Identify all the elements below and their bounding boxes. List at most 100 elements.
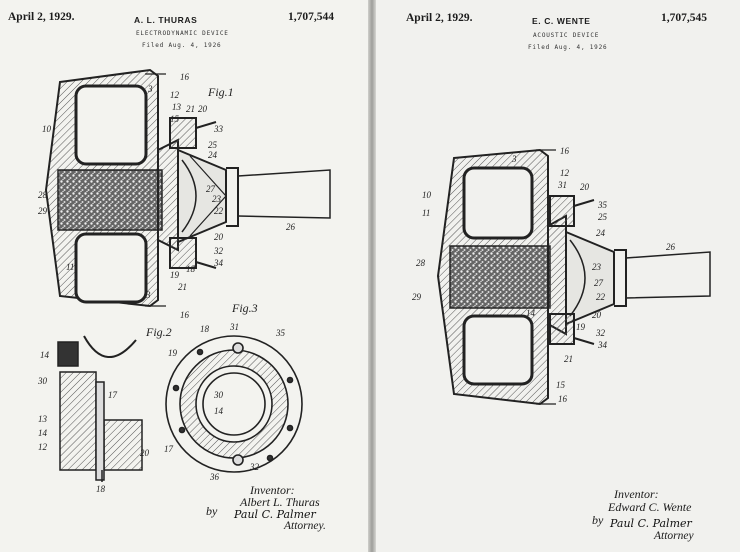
fig3-drawing (165, 335, 303, 473)
fig1-ref: 24 (208, 150, 218, 160)
right-patent-number: 1,707,545 (661, 12, 707, 24)
fig3-caption: Fig.3 (231, 301, 258, 315)
fig1-ref: 21 (186, 104, 195, 114)
right-fig-ref: 16 (558, 394, 568, 404)
right-fig-ref: 11 (422, 208, 430, 218)
right-attorney-signature: Paul C. Palmer (610, 517, 692, 530)
right-fig-ref: 34 (597, 340, 608, 350)
fig3-ref: 19 (168, 348, 178, 358)
right-fig-ref: 15 (556, 380, 566, 390)
fig1-ref: 25 (208, 140, 218, 150)
fig3-ref: 35 (275, 328, 286, 338)
right-fig-ref: 10 (422, 190, 432, 200)
fig1-ref: 28 (38, 190, 48, 200)
left-date: April 2, 1929. (8, 11, 75, 23)
left-inventor-label: Inventor: (250, 483, 295, 497)
right-inventor-label: Inventor: (614, 487, 659, 501)
fig1-ref: 19 (170, 270, 180, 280)
fig1-ref: 10 (42, 124, 52, 134)
left-patent-number: 1,707,544 (288, 11, 334, 23)
page-gutter (368, 0, 376, 552)
right-fig-ref: 20 (580, 182, 590, 192)
right-fig-ref: 3 (511, 154, 517, 164)
right-fig-ref: 27 (594, 278, 604, 288)
fig1-caption: Fig.1 (207, 85, 234, 99)
fig2-ref: 14 (40, 350, 50, 360)
fig3-ref: 14 (214, 406, 224, 416)
fig2-ref: 17 (108, 390, 118, 400)
fig1-ref: 27 (206, 184, 216, 194)
left-filed: Filed Aug. 4, 1926 (142, 42, 222, 49)
fig1-ref: 16 (180, 72, 190, 82)
right-fig-ref: 23 (592, 262, 602, 272)
right-fig-ref: 22 (596, 292, 606, 302)
right-fig-ref: 21 (564, 354, 573, 364)
fig1-ref: 18 (186, 264, 196, 274)
fig1-drawing (44, 68, 331, 308)
fig1-ref: 29 (38, 206, 48, 216)
right-fig-ref: 29 (412, 292, 422, 302)
fig1-ref: 16 (180, 310, 190, 320)
right-fig-ref: 26 (666, 242, 676, 252)
fig1-ref: 32 (213, 246, 224, 256)
right-fig-ref: 28 (416, 258, 426, 268)
right-fig-ref: 24 (596, 228, 606, 238)
fig1-ref: 33 (213, 124, 224, 134)
left-by-label: by (206, 504, 218, 518)
fig2-ref: 12 (38, 442, 48, 452)
right-attorney-label: Attorney (654, 530, 694, 542)
right-fig-ref: 20 (592, 310, 602, 320)
right-fig-drawing (436, 148, 711, 406)
fig2-caption: Fig.2 (145, 325, 172, 339)
fig2-ref: 30 (37, 376, 48, 386)
right-fig-ref: 25 (598, 212, 608, 222)
right-fig-ref: 35 (597, 200, 608, 210)
right-by-label: by (592, 513, 604, 527)
right-title: ACOUSTIC DEVICE (533, 32, 600, 39)
right-fig-ref: 12 (560, 168, 570, 178)
fig2-ref: 13 (38, 414, 48, 424)
right-fig-ref: 16 (560, 146, 570, 156)
fig1-ref: 15 (170, 114, 180, 124)
right-fig-ref: 32 (595, 328, 606, 338)
fig1-ref: 21 (178, 282, 187, 292)
fig2-drawing (57, 335, 143, 482)
right-fig-ref: 14 (526, 308, 536, 318)
right-date: April 2, 1929. (406, 12, 473, 24)
fig1-ref: 13 (172, 102, 182, 112)
fig1-ref: 22 (214, 206, 224, 216)
fig1-ref: 3 (145, 290, 151, 300)
fig1-ref: 34 (213, 258, 224, 268)
fig1-ref: 23 (212, 194, 222, 204)
fig3-ref: 17 (164, 444, 174, 454)
fig3-ref: 32 (249, 462, 260, 472)
left-inventor-signature: Albert L. Thuras (240, 495, 320, 509)
fig2-ref: 20 (140, 448, 150, 458)
left-inventor-name: A. L. THURAS (134, 15, 198, 25)
fig1-ref: 20 (198, 104, 208, 114)
left-patent-page: April 2, 1929. A. L. THURAS 1,707,544 EL… (0, 0, 368, 552)
left-attorney-label: Attorney. (284, 520, 326, 532)
fig3-ref: 18 (200, 324, 210, 334)
fig3-ref: 30 (213, 390, 224, 400)
fig3-ref: 31 (229, 322, 239, 332)
fig2-ref: 14 (38, 428, 48, 438)
right-inventor-name: E. C. WENTE (532, 16, 591, 26)
fig1-ref: 11 (66, 262, 74, 272)
fig2-ref: 18 (96, 484, 106, 494)
fig1-ref: 26 (286, 222, 296, 232)
left-drawing: Fig.1 Fig.2 Fig.3 16 3 12 13 15 21 20 33… (37, 68, 331, 494)
right-fig-ref: 19 (576, 322, 586, 332)
right-patent-page: April 2, 1929. E. C. WENTE 1,707,545 ACO… (376, 0, 740, 552)
fig3-ref: 36 (209, 472, 220, 482)
left-title: ELECTRODYNAMIC DEVICE (136, 30, 229, 37)
fig1-ref: 3 (147, 84, 153, 94)
fig1-ref: 20 (214, 232, 224, 242)
fig1-ref: 12 (170, 90, 180, 100)
left-attorney-signature: Paul C. Palmer (234, 508, 316, 521)
right-drawing: 16 3 12 31 20 35 25 24 10 11 26 28 29 23… (412, 146, 711, 406)
right-filed: Filed Aug. 4, 1926 (528, 44, 608, 51)
right-fig-ref: 31 (557, 180, 567, 190)
right-inventor-signature: Edward C. Wente (608, 500, 692, 514)
